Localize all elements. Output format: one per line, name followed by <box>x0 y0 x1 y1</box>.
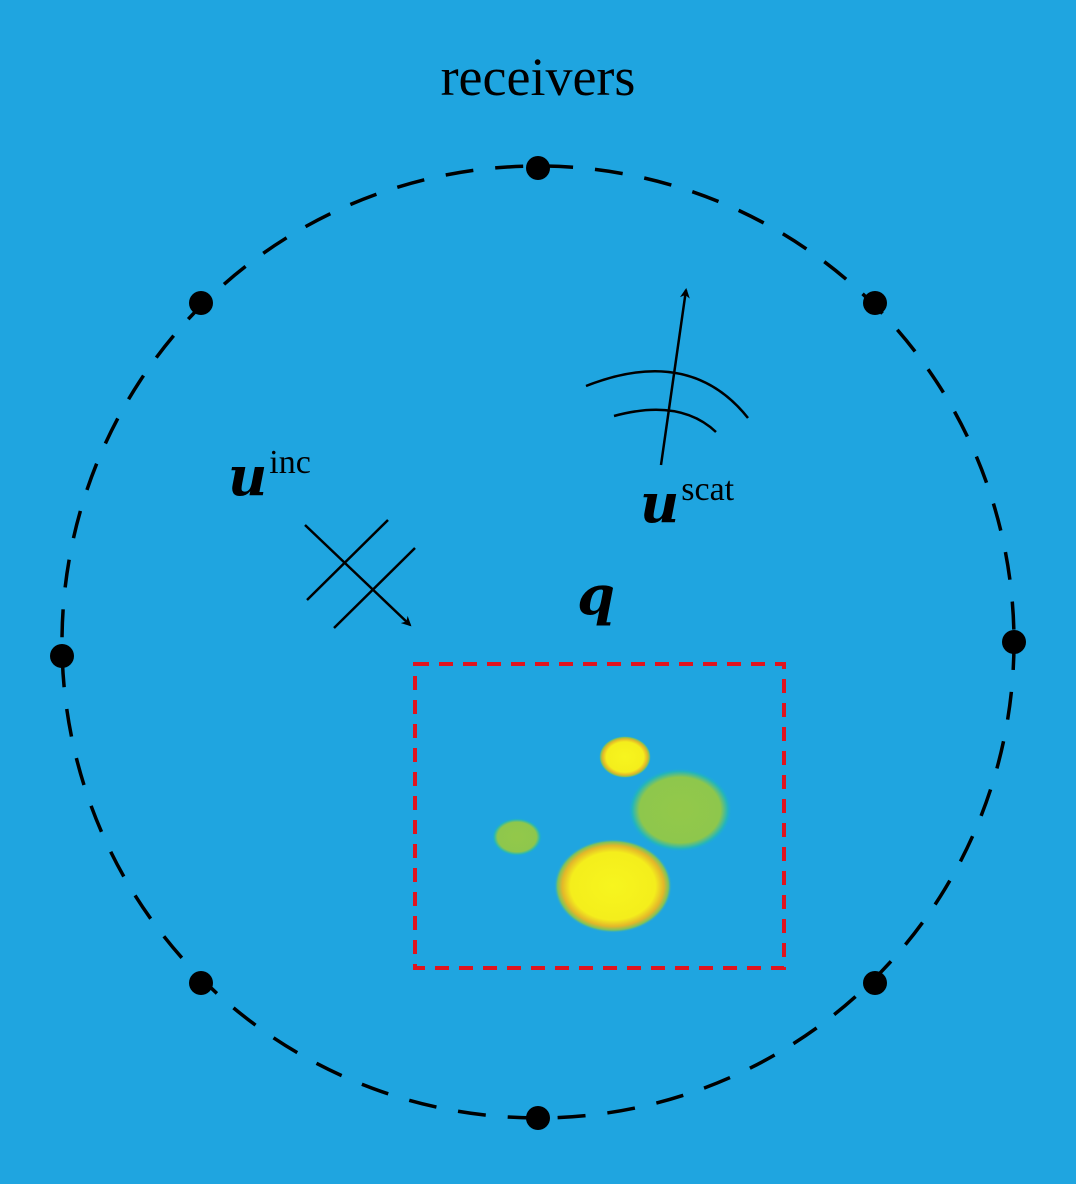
scatterer-blob-icon <box>628 768 732 852</box>
scattered-wave <box>585 288 749 466</box>
scatterer-blob-icon <box>492 818 542 856</box>
arrow-icon <box>659 288 690 466</box>
receiver-dots <box>50 156 1026 1130</box>
wavefront-icon <box>333 547 416 629</box>
arrow-icon <box>304 524 412 627</box>
scatterer-blob-icon <box>599 736 651 778</box>
wavefront-icon <box>306 519 389 601</box>
incident-wave <box>304 519 416 629</box>
receiver-dot-icon <box>863 291 887 315</box>
scattered-label-sup: scat <box>681 471 734 508</box>
wavefront-icon <box>585 370 749 419</box>
receiver-dot-icon <box>189 971 213 995</box>
scattered-label-base: u <box>640 471 679 535</box>
receiver-dot-icon <box>189 291 213 315</box>
receiver-dot-icon <box>50 644 74 668</box>
receivers-title: receivers <box>441 47 636 107</box>
medium-label: q <box>577 563 615 627</box>
wavefront-icon <box>613 408 717 433</box>
incident-label-base: u <box>228 444 267 508</box>
scattered-label: uscat <box>640 471 735 535</box>
incident-label-sup: inc <box>269 444 311 481</box>
scatterers <box>492 736 732 933</box>
scatterer-blob-icon <box>554 839 672 933</box>
receiver-dot-icon <box>1002 630 1026 654</box>
incident-label: uinc <box>228 444 311 508</box>
receiver-dot-icon <box>863 971 887 995</box>
receiver-dot-icon <box>526 1106 550 1130</box>
receiver-dot-icon <box>526 156 550 180</box>
